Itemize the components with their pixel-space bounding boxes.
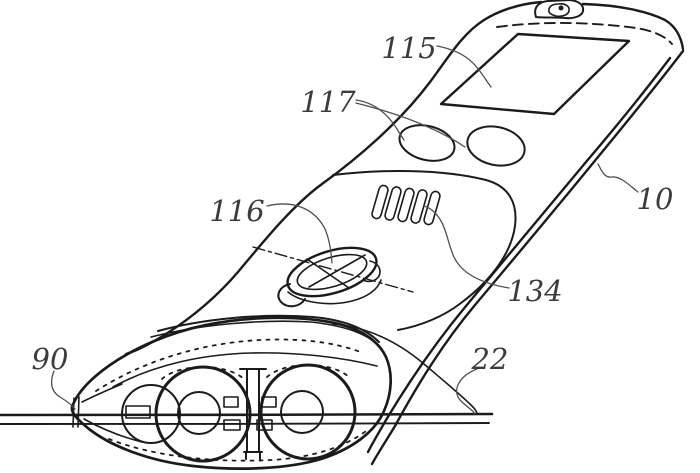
ref-label-117: 117 [300,85,356,119]
roller-assembly [121,363,357,463]
post-bottom-flange [243,451,263,460]
head-pod-outline [70,316,392,470]
left-roller-hub [177,391,221,435]
body-right-edge-inner [366,56,672,454]
dial-cross-line-b [308,254,366,288]
dial-base-rim [287,279,382,305]
beak-end-caps [72,396,80,428]
leader-22 [456,368,478,415]
right-roller [259,363,357,461]
ref-label-134: 134 [507,274,562,308]
wire-top-line [0,412,494,417]
guide-bracket [223,419,241,431]
grille-slot [423,190,441,226]
leader-90 [50,370,76,410]
dial-cross-line-a [306,258,350,289]
head-inner-rim [112,352,378,388]
collar-upper-seam [157,314,380,343]
leader-116 [266,203,333,264]
body-bottom-right-seam [332,323,478,415]
button-pair [398,124,526,167]
feed-head [70,316,392,470]
body-top-hidden-edge [496,22,673,45]
grille-slot [384,186,402,221]
dial-right-tab [362,260,381,283]
leader-117-left [355,99,405,141]
leader-117-right [355,102,466,148]
guide-bracket [223,396,239,408]
body-right-edge-outer [370,49,685,466]
right-roller-hub [280,390,324,434]
right-button [466,125,526,167]
wire-bottom-line [0,422,490,426]
wire [0,412,494,426]
ref-label-116: 116 [209,194,264,228]
ref-label-115: 115 [381,31,436,65]
thumb-dial [252,246,414,308]
body-top-right-edge [581,2,685,51]
center-post [239,368,267,460]
top-clip [534,0,585,20]
beak-lower-wall [83,418,143,443]
speaker-grille [371,184,441,226]
entry-guide [125,405,151,419]
top-clip-detail [558,5,564,11]
leader-134 [423,205,510,289]
grille-slot [410,189,428,224]
ref-label-22: 22 [471,342,509,376]
left-button [398,124,456,162]
dial-left-tab [277,283,306,308]
head-entry-beak [72,383,143,443]
grille-slot [371,184,389,220]
guide-bracket [261,396,277,408]
reference-annotations: 115 117 116 134 10 90 22 [32,31,674,415]
beak-upper-wall [81,383,123,403]
wire-guides [125,396,277,431]
display-screen [439,32,631,116]
leader-10 [597,163,639,193]
ref-label-10: 10 [637,182,674,216]
dial-axis-line [252,246,414,293]
guide-bracket [256,419,273,431]
ref-label-90: 90 [32,342,69,376]
grille-slot [397,187,415,223]
dial-inner-ring [296,253,368,291]
top-clip-inner [548,3,570,18]
body-left-edge [124,0,543,356]
leader-115 [436,45,492,88]
top-clip-outline [534,0,585,20]
mid-panel-seam [332,170,517,331]
head-top-hidden-line [95,338,364,392]
